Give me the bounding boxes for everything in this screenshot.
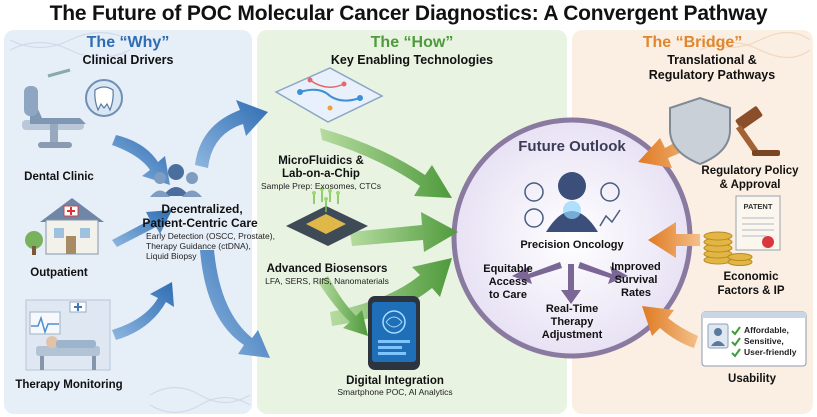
arrow-digital-to-outlook — [330, 258, 452, 326]
patient-group-icon — [150, 164, 202, 197]
checkmark-icons — [731, 326, 741, 358]
outcome-equitable-2: Access — [488, 276, 528, 288]
smartphone-icon — [368, 296, 420, 370]
outpatient-building-icon — [25, 198, 104, 255]
dna-helix-decoration-right — [699, 31, 811, 59]
how-heading: The “How” — [370, 34, 454, 51]
arrow-monitor-to-hub — [112, 282, 174, 340]
therapy-monitoring-label: Therapy Monitoring — [15, 379, 123, 391]
patent-label: PATENT — [743, 202, 773, 211]
usability-label: Usability — [728, 373, 776, 385]
arrow-hub-to-microfluidics — [195, 100, 268, 168]
biosensors-title: Advanced Biosensors — [266, 263, 388, 275]
microfluidics-title-2: Lab-on-a-Chip — [282, 168, 360, 180]
precision-oncology-label: Precision Oncology — [520, 239, 624, 251]
why-subheading: Clinical Drivers — [82, 53, 174, 67]
dna-helix-decoration — [9, 31, 251, 414]
check-affordable: Affordable, — [744, 325, 789, 335]
outlook-heading: Future Outlook — [518, 138, 626, 155]
page-title: The Future of POC Molecular Cancer Diagn… — [49, 2, 768, 25]
regulatory-label-1: Regulatory Policy — [701, 165, 799, 177]
arrow-usability-to-outlook — [642, 306, 698, 348]
economic-label-2: Factors & IP — [717, 285, 785, 297]
precision-oncology-figure-icon — [546, 172, 598, 232]
outcome-equitable-1: Equitable — [483, 263, 533, 275]
biosensor-chip-icon — [286, 187, 368, 246]
therapy-monitoring-icon — [25, 299, 111, 371]
microfluidics-detail: Sample Prep: Exosomes, CTCs — [261, 181, 381, 191]
hub-detail-1: Early Detection (OSCC, Prostate), — [146, 231, 275, 241]
arrow-microfluidics-to-outlook — [320, 128, 452, 198]
outpatient-label: Outpatient — [30, 267, 88, 279]
outcome-survival-3: Rates — [621, 287, 651, 299]
outcome-arrows — [512, 262, 628, 304]
regulatory-label-2: & Approval — [719, 179, 781, 191]
green-arrows — [318, 128, 458, 336]
why-heading: The “Why” — [86, 34, 170, 51]
hub-title-2: Patient-Centric Care — [142, 216, 258, 230]
blue-arrows — [112, 100, 270, 358]
outcome-survival-2: Survival — [614, 274, 658, 286]
outlook-mini-icons — [524, 182, 621, 228]
bridge-heading: The “Bridge” — [642, 34, 743, 51]
arrow-outpatient-to-hub — [112, 210, 172, 247]
check-user-friendly: User-friendly — [744, 347, 797, 357]
dental-clinic-label: Dental Clinic — [24, 171, 94, 183]
regulatory-shield-icon — [669, 96, 731, 166]
usability-card-icon — [701, 311, 807, 367]
arrow-dental-to-hub — [112, 135, 170, 185]
outcome-equitable-3: to Care — [489, 289, 527, 301]
digital-integration-detail: Smartphone POC, AI Analytics — [337, 387, 453, 397]
digital-integration-title: Digital Integration — [346, 375, 444, 387]
biosensors-detail: LFA, SERS, RIfS, Nanomaterials — [265, 276, 389, 286]
arrow-biosensors-to-digital — [318, 276, 368, 336]
outcome-realtime-2: Therapy — [550, 316, 594, 328]
patent-document-icon — [735, 195, 781, 251]
arrow-economic-to-outlook — [648, 222, 700, 258]
coin-stack-icon — [703, 231, 753, 266]
check-sensitive: Sensitive, — [744, 336, 784, 346]
gavel-icon — [735, 106, 780, 156]
hub-title-1: Decentralized, — [161, 202, 243, 216]
outcome-survival-1: Improved — [611, 261, 661, 273]
dental-chair-icon — [22, 68, 86, 148]
arrow-biosensors-to-outlook — [350, 212, 458, 252]
tooth-icon — [85, 79, 123, 117]
how-subheading: Key Enabling Technologies — [330, 53, 494, 67]
outcome-realtime-1: Real-Time — [545, 303, 599, 315]
hub-detail-3: Liquid Biopsy — [146, 251, 197, 261]
microfluidic-chip-icon — [274, 67, 384, 123]
bridge-subheading-2: Regulatory Pathways — [648, 68, 776, 82]
hub-detail-2: Therapy Guidance (ctDNA), — [146, 241, 251, 251]
economic-label-1: Economic — [723, 271, 779, 283]
bridge-subheading-1: Translational & — [667, 53, 757, 67]
arrow-hub-to-digital — [200, 250, 270, 358]
outcome-realtime-3: Adjustment — [541, 329, 603, 341]
microfluidics-title-1: MicroFluidics & — [278, 155, 364, 167]
